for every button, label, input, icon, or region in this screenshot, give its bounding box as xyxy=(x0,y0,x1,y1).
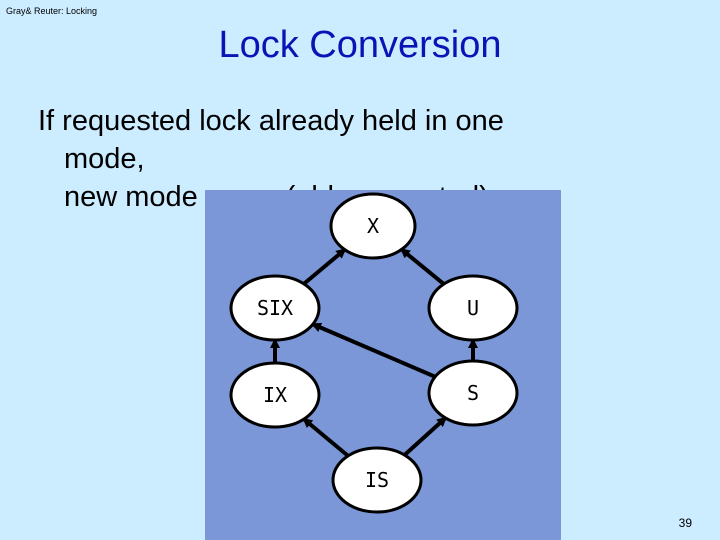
edge-six-to-x xyxy=(302,248,347,286)
edge-s-to-six xyxy=(311,322,436,379)
node-ellipse xyxy=(427,359,519,427)
body-line-1: If requested lock already held in one xyxy=(38,105,504,137)
header-note: Gray& Reuter: Locking xyxy=(6,6,98,16)
node-ix: IX xyxy=(229,361,321,429)
node-label: IX xyxy=(263,383,287,407)
nodes-group: X SIX U IX S IS xyxy=(229,192,519,514)
diagram-svg: X SIX U IX S IS xyxy=(229,192,519,514)
node-ellipse xyxy=(229,361,321,429)
node-six: SIX xyxy=(229,274,321,342)
body-line-2: mode, xyxy=(64,143,145,175)
node-label: U xyxy=(467,296,479,320)
node-u: U xyxy=(427,274,519,342)
node-label: IS xyxy=(365,468,389,492)
node-label: S xyxy=(467,381,479,405)
node-ellipse xyxy=(329,192,417,260)
lock-compatibility-diagram: X SIX U IX S IS xyxy=(205,190,561,540)
slide-title: Lock Conversion xyxy=(218,24,502,66)
page-number: 39 xyxy=(678,516,692,530)
node-ellipse xyxy=(427,274,519,342)
node-label: X xyxy=(367,214,379,238)
node-is: IS xyxy=(331,446,423,514)
node-ellipse xyxy=(331,446,423,514)
edge-u-to-x xyxy=(400,247,446,286)
edge-is-to-ix xyxy=(302,417,350,458)
edges-group xyxy=(270,247,478,458)
node-ellipse xyxy=(229,274,321,342)
node-s: S xyxy=(427,359,519,427)
node-x: X xyxy=(329,192,417,260)
node-label: SIX xyxy=(257,296,293,320)
edge-is-to-s xyxy=(403,416,447,457)
